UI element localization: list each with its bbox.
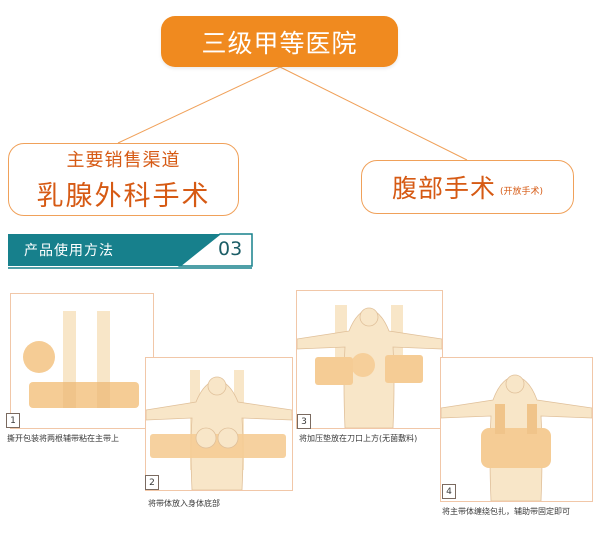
top-level-label: 三级甲等医院 xyxy=(201,28,358,58)
step-2-illustration xyxy=(146,370,292,490)
step-1-panel: 1 xyxy=(6,293,154,429)
step-1-illustration xyxy=(23,311,139,408)
step-4-panel: 4 xyxy=(440,357,593,502)
branch-breast-surgery: 主要销售渠道 乳腺外科手术 xyxy=(8,143,239,216)
section-title: 产品使用方法 xyxy=(24,243,114,259)
step-3-number: 3 xyxy=(297,414,311,429)
branch-title: 乳腺外科手术 xyxy=(36,181,211,212)
step-3-caption: 将加压垫放在刀口上方(无菌敷料) xyxy=(299,434,418,443)
top-level-box: 三级甲等医院 xyxy=(161,16,398,67)
step-2-panel: 2 xyxy=(145,357,293,491)
section-header-banner xyxy=(8,233,253,269)
step-3-illustration xyxy=(297,305,442,428)
step-4-illustration xyxy=(441,374,592,501)
branch-abdominal-surgery: 腹部手术 (开放手术) xyxy=(361,160,574,214)
branch-note: (开放手术) xyxy=(499,186,544,197)
step-4-caption: 将主带体缠绕包扎，辅助带固定即可 xyxy=(442,507,570,516)
branch-title: 腹部手术 xyxy=(391,174,496,203)
step-3-panel: 3 xyxy=(296,290,443,429)
section-number: 03 xyxy=(218,238,243,260)
step-1-caption: 撕开包装将两根辅带粘在主带上 xyxy=(7,434,119,443)
step-2-number: 2 xyxy=(145,475,159,490)
step-1-number: 1 xyxy=(6,413,20,428)
step-4-number: 4 xyxy=(442,484,456,499)
step-2-caption: 将带体放入身体底部 xyxy=(148,499,220,508)
branch-subtitle: 主要销售渠道 xyxy=(66,150,181,171)
